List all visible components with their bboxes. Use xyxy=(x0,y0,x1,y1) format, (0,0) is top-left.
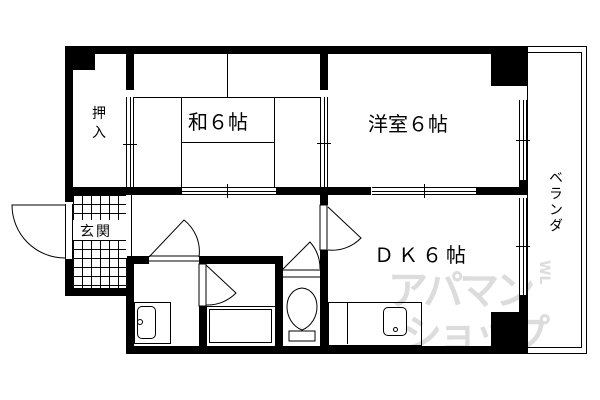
closet-label-2: 入 xyxy=(92,125,106,141)
pillar-top-right xyxy=(491,46,527,86)
wall-washitsu-right xyxy=(320,46,328,90)
wall-toilet-left xyxy=(275,256,283,354)
wall-bath-divider-lower xyxy=(199,306,207,354)
kitchen-sink xyxy=(383,307,407,336)
washitsu-south-door-split xyxy=(182,191,276,192)
wall-bath-mid xyxy=(199,256,279,264)
yoshitsu-label: 洋室６帖 xyxy=(368,112,448,136)
washbasin-counter xyxy=(134,302,171,344)
wall-bath-top xyxy=(127,256,149,264)
wall-mid-horizontal-a xyxy=(126,187,182,195)
entrance-step xyxy=(131,195,132,257)
wall-dk-left-upper xyxy=(320,187,328,205)
kitchen-drain xyxy=(393,327,398,332)
closet-door-split xyxy=(130,97,131,187)
bathtub xyxy=(209,309,272,343)
balcony-inner xyxy=(527,52,582,348)
entrance-tile-floor xyxy=(73,195,126,288)
wall-left-lower xyxy=(65,259,73,295)
closet-door-tick xyxy=(123,144,137,145)
wall-mid-horizontal-c xyxy=(476,187,527,195)
wall-mid-horizontal-left xyxy=(65,187,127,195)
entrance-label-bg xyxy=(73,220,126,240)
tatami-line-v-top xyxy=(227,54,228,98)
watermark-line1: アパマン xyxy=(388,268,535,314)
wall-top xyxy=(65,46,527,54)
pillar-top-left xyxy=(65,46,95,70)
wall-left-upper xyxy=(65,46,73,202)
pillar-bottom-right xyxy=(491,312,527,354)
front-door-frame xyxy=(65,204,73,259)
washbasin-drain xyxy=(137,319,143,325)
washitsu-east-door-tick xyxy=(317,143,331,144)
wall-dk-left-lower xyxy=(320,250,328,354)
dk-window-tick xyxy=(516,246,530,247)
wall-closet-right xyxy=(126,46,134,90)
washitsu-east-door-split xyxy=(324,97,325,187)
bath-area-top xyxy=(206,306,275,307)
washitsu-south-door-tick xyxy=(227,184,228,198)
kitchen-counter xyxy=(328,302,422,346)
wall-bath-left xyxy=(126,258,134,354)
wall-entrance-bottom xyxy=(65,288,133,296)
watermark-side: WL xyxy=(536,260,552,285)
wall-right-mid xyxy=(519,180,527,190)
yoshitsu-south-door-tick xyxy=(424,184,425,198)
dk-label: ＤＫ６帖 xyxy=(374,243,470,267)
entrance-label: 玄関 xyxy=(80,224,112,240)
kitchen-counter-divider xyxy=(347,302,348,344)
tatami-line-h-mid xyxy=(181,142,275,143)
closet-label-1: 押 xyxy=(92,106,106,122)
balcony-label: ベランダ xyxy=(547,170,563,234)
yoshitsu-window-tick xyxy=(516,140,530,141)
washitsu-label: 和６帖 xyxy=(188,110,248,134)
